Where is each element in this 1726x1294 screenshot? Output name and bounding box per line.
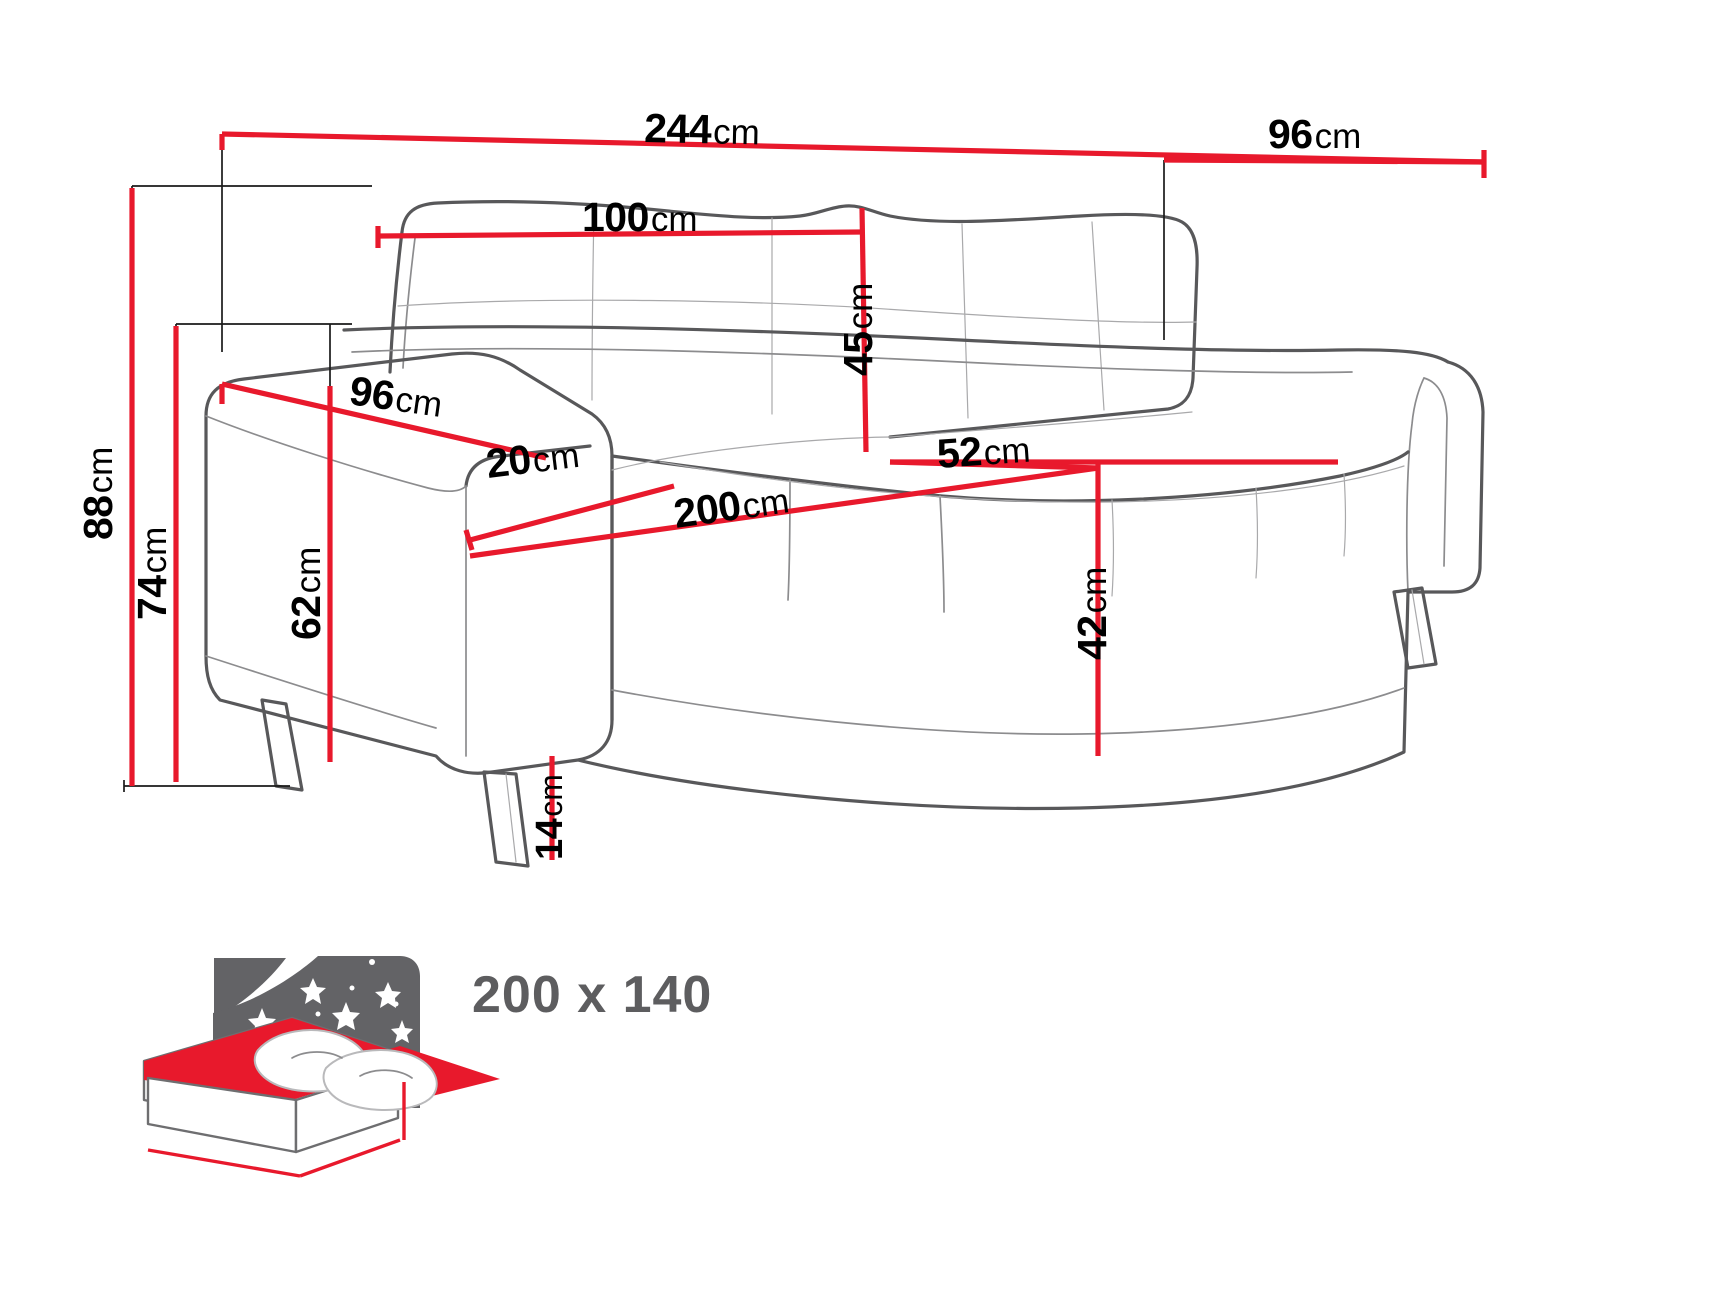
right-armrest-inner xyxy=(1423,377,1448,567)
backrest-seam-h2 xyxy=(889,411,1193,438)
left-armrest-bottom xyxy=(205,655,437,729)
backrest-seam-h1 xyxy=(397,299,1197,323)
right-armrest-outline xyxy=(1406,360,1485,594)
bed-dim-side xyxy=(299,1138,401,1178)
dim-96-side-line xyxy=(221,381,547,461)
seat-front-top-edge xyxy=(610,450,1410,503)
backrest-inner-left xyxy=(402,237,416,369)
label-96-side: 96cm xyxy=(347,367,446,426)
seat-cushion-seam-c xyxy=(1111,499,1115,597)
leg-right xyxy=(1392,586,1438,670)
seat-cushion-seam-e xyxy=(1343,473,1347,557)
label-88: 88cm xyxy=(75,447,121,540)
label-74: 74cm xyxy=(129,527,175,620)
leg-front-left xyxy=(260,698,304,792)
leg-mid-left-inner xyxy=(505,773,517,863)
seat-cushion-seam-a xyxy=(787,479,791,601)
label-14: 14cm xyxy=(529,774,571,860)
sleeping-area-label: 200 x 140 xyxy=(472,966,712,1024)
label-200: 200cm xyxy=(671,475,792,537)
backrest-outline xyxy=(400,199,1199,439)
night-sky-panel xyxy=(214,958,286,1020)
seat-body-bottom xyxy=(576,590,1410,811)
seat-front-lower-seam xyxy=(611,687,1405,735)
backrest-left-edge xyxy=(388,230,404,374)
dim-45-line xyxy=(859,207,869,453)
dimension-labels: 244cm 96cm 100cm 45cm 88cm 74cm 62cm 96 xyxy=(75,105,1361,860)
dim-20-left-tick xyxy=(463,529,475,551)
leg-right-inner xyxy=(1411,589,1425,665)
seat-cushion-seam-d xyxy=(1255,487,1259,579)
label-96-top: 96cm xyxy=(1268,111,1361,157)
label-244: 244cm xyxy=(644,105,761,153)
label-20: 20cm xyxy=(483,430,581,487)
backrest-seam-4 xyxy=(1091,221,1105,411)
dim-20-line xyxy=(469,483,675,543)
label-100: 100cm xyxy=(582,194,698,240)
seat-top-quilt-line xyxy=(659,461,1405,503)
bed-dim-front xyxy=(147,1148,301,1178)
sofa-back-top-rail-inner xyxy=(351,347,1353,374)
backrest-seam-3 xyxy=(961,223,969,419)
dim-100-line xyxy=(377,229,863,239)
pillow-front-fold xyxy=(359,1069,413,1079)
label-62: 62cm xyxy=(283,547,329,640)
dim-244-line xyxy=(221,131,1485,165)
label-42: 42cm xyxy=(1069,567,1115,660)
dimension-lines xyxy=(129,131,1487,860)
sofa-back-top-rail xyxy=(342,325,1450,364)
seat-back-junction xyxy=(611,436,891,471)
leg-mid-left xyxy=(482,770,530,868)
seat-cushion-seam-b xyxy=(939,495,945,613)
dim-52-line-lower xyxy=(889,459,1099,471)
label-45: 45cm xyxy=(835,283,881,376)
dim-96-top-line xyxy=(1163,157,1485,165)
pillow-front xyxy=(322,1049,438,1111)
right-armrest-front xyxy=(1405,377,1425,593)
sofa-illustration xyxy=(204,199,1485,868)
left-armrest-top-seam xyxy=(205,415,467,492)
backrest-seam-1 xyxy=(591,207,595,401)
pillow-back-fold xyxy=(291,1051,343,1059)
label-52: 52cm xyxy=(935,425,1031,477)
bed-night-icon: 200 x 140 xyxy=(142,956,712,1178)
dim-200-line xyxy=(469,465,1099,559)
left-armrest-inner-edge xyxy=(464,444,592,488)
